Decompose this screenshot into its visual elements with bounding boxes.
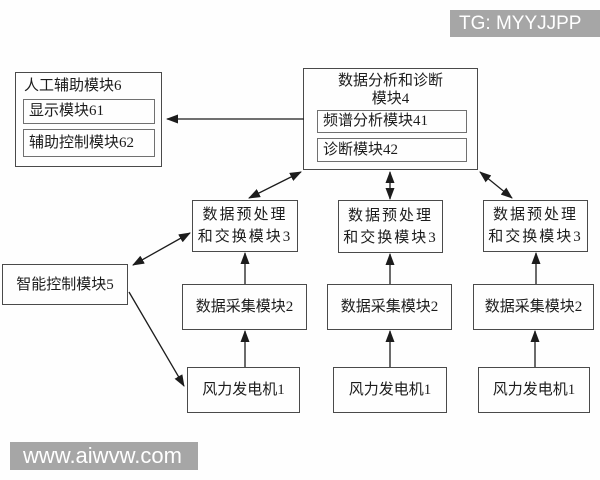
data-acquisition-module-2-col2: 数据采集模块2	[327, 284, 452, 330]
preprocess-line2: 和交换模块3	[343, 229, 438, 246]
preprocess-line1: 数据预处理	[347, 207, 433, 224]
preprocess-exchange-module-3-col1: 数据预处理 和交换模块3	[192, 200, 298, 252]
preprocess-line2: 和交换模块3	[488, 229, 583, 245]
preprocess-exchange-module-3-col2: 数据预处理 和交换模块3	[338, 200, 443, 253]
intelligent-control-module-5: 智能控制模块5	[2, 264, 128, 305]
preprocess-exchange-module-3-col3: 数据预处理 和交换模块3	[483, 200, 588, 252]
watermark-top-right: TG: MYYJJPP	[450, 10, 600, 37]
watermark-bottom-left: www.aiwvw.com	[10, 442, 198, 470]
wind-turbine-1-col3: 风力发电机1	[478, 367, 590, 413]
wind-turbine-1-col2: 风力发电机1	[333, 367, 447, 413]
diagnosis-module-42: 诊断模块42	[317, 138, 467, 162]
display-module-61: 显示模块61	[23, 99, 155, 124]
wind-turbine-1-col1: 风力发电机1	[187, 367, 300, 413]
arrow-module4-preprocess3-bidir	[479, 171, 513, 199]
aux-control-module-62: 辅助控制模块62	[23, 129, 155, 157]
data-acquisition-module-2-col3: 数据采集模块2	[473, 284, 594, 330]
preprocess-line2: 和交换模块3	[197, 229, 293, 245]
arrow-module5-to-turbine1	[128, 291, 185, 387]
arrow-module5-preprocess1-bidir	[132, 232, 191, 266]
manual-assist-module-title: 人工辅助模块6	[24, 78, 122, 94]
data-acquisition-module-2-col1: 数据采集模块2	[182, 284, 307, 330]
preprocess-line1: 数据预处理	[202, 207, 288, 223]
analysis-module-title-line1: 数据分析和诊断	[337, 73, 443, 89]
analysis-diagnosis-module-4: 数据分析和诊断 模块4 频谱分析模块41 诊断模块42	[303, 68, 478, 170]
preprocess-line1: 数据预处理	[492, 207, 578, 223]
spectrum-analysis-module-41: 频谱分析模块41	[317, 110, 467, 133]
arrow-module4-preprocess1-bidir	[248, 171, 302, 199]
analysis-module-title-line2: 模块4	[371, 91, 410, 107]
manual-assist-module-6: 人工辅助模块6 显示模块61 辅助控制模块62	[15, 72, 162, 167]
